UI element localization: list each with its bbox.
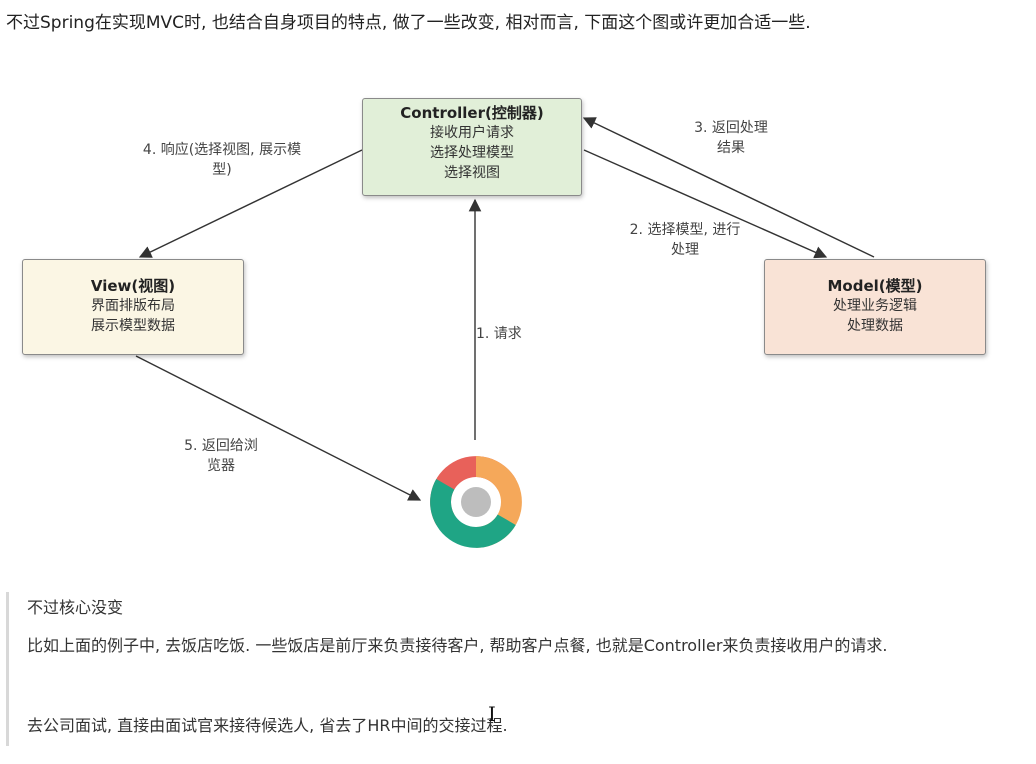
diagram-arrows: [135, 117, 875, 548]
controller-title: Controller(控制器): [400, 104, 544, 122]
edge-label-return-browser: 5. 返回给浏 览器: [166, 436, 276, 476]
mvc-diagram: Controller(控制器) 接收用户请求 选择处理模型 选择视图 View(…: [22, 98, 986, 548]
view-line: 展示模型数据: [91, 318, 175, 334]
quote-line: 去公司面试, 直接由面试官来接待候选人, 省去了HR中间的交接过程.: [27, 716, 508, 735]
quote-line: 不过核心没变: [27, 598, 124, 617]
edge-label-line: 3. 返回处理: [694, 120, 768, 136]
edge-label-line: 览器: [207, 458, 235, 474]
controller-line: 选择处理模型: [430, 145, 514, 161]
edge-label-line: 5. 返回给浏: [184, 438, 258, 454]
arrow-select-model: [583, 149, 828, 259]
model-line: 处理数据: [847, 318, 903, 334]
edge-label-line: 型): [212, 162, 232, 178]
edge-label-line: 4. 响应(选择视图, 展示模: [142, 142, 302, 158]
controller-line: 接收用户请求: [430, 125, 514, 141]
edge-label-line: 结果: [717, 140, 745, 156]
blockquote: 不过核心没变 比如上面的例子中, 去饭店吃饭. 一些饭店是前厅来负责接待客户, …: [6, 592, 1031, 746]
arrow-return-result: [582, 117, 875, 258]
quote-line: 比如上面的例子中, 去饭店吃饭. 一些饭店是前厅来负责接待客户, 帮助客户点餐,…: [27, 636, 888, 655]
model-line: 处理业务逻辑: [833, 298, 917, 314]
model-title: Model(模型): [827, 277, 923, 295]
edge-label-select-model: 2. 选择模型, 进行 处理: [610, 220, 760, 260]
chrome-browser-icon: [430, 456, 522, 548]
controller-line: 选择视图: [444, 165, 500, 181]
arrow-response: [138, 149, 363, 258]
arrow-return-browser: [135, 355, 422, 501]
intro-text: 不过Spring在实现MVC时, 也结合自身项目的特点, 做了一些改变, 相对而…: [6, 13, 811, 33]
edge-label-response: 4. 响应(选择视图, 展示模 型): [122, 140, 322, 180]
view-node: View(视图) 界面排版布局 展示模型数据: [22, 259, 244, 355]
edge-label-line: 2. 选择模型, 进行: [629, 222, 741, 238]
edge-label-request: 1. 请求: [476, 326, 522, 342]
controller-node: Controller(控制器) 接收用户请求 选择处理模型 选择视图: [362, 98, 582, 196]
view-title: View(视图): [90, 277, 176, 295]
edge-label-return-result: 3. 返回处理 结果: [676, 118, 786, 158]
view-line: 界面排版布局: [91, 298, 175, 314]
edge-label-line: 处理: [671, 242, 699, 258]
text-cursor-icon: I: [488, 702, 496, 726]
model-node: Model(模型) 处理业务逻辑 处理数据: [764, 259, 986, 355]
